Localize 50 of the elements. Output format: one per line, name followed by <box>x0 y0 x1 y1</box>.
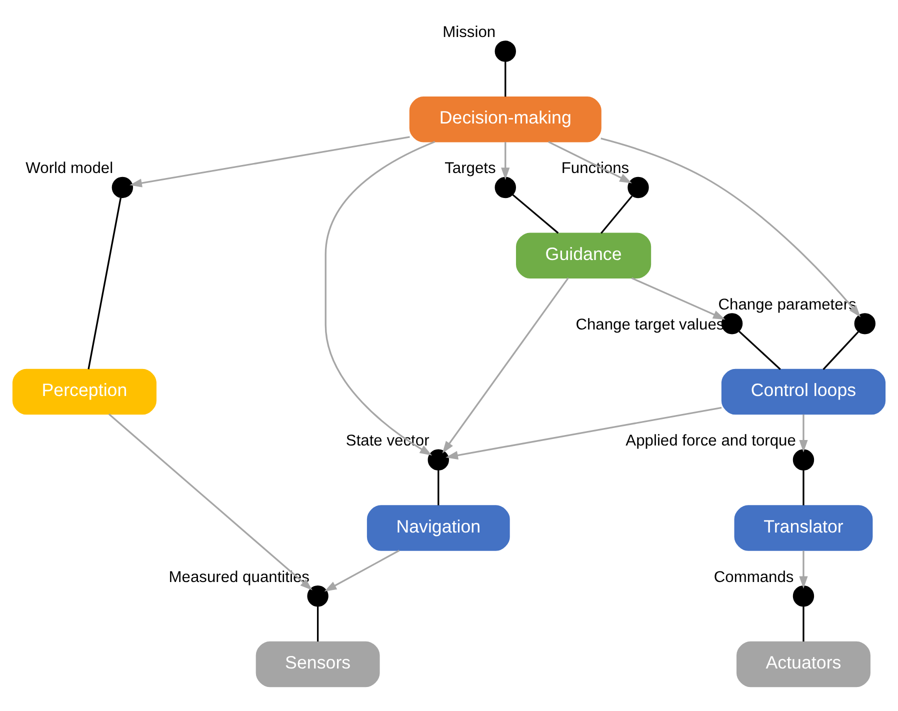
node-box: Translator <box>734 505 873 551</box>
node-box: Sensors <box>256 641 380 688</box>
arrow <box>446 406 722 460</box>
node-circle <box>494 40 516 62</box>
node-box: Perception <box>12 368 156 415</box>
node-label: Commands <box>714 568 794 586</box>
arrow <box>799 550 808 589</box>
connector <box>504 62 506 97</box>
node-label: World model <box>26 160 114 178</box>
node-box: Control loops <box>721 368 886 415</box>
connector <box>802 470 804 506</box>
node-label: Change parameters <box>718 296 856 314</box>
node-label: Functions <box>561 160 630 178</box>
node-box: Guidance <box>516 232 652 278</box>
arrow <box>324 550 400 592</box>
node-circle <box>792 449 814 470</box>
arrow <box>799 414 808 452</box>
node-label: State vector <box>346 432 430 450</box>
arrow <box>130 136 410 188</box>
node-box: Navigation <box>366 505 510 551</box>
connector <box>600 196 633 234</box>
arrow <box>631 277 726 320</box>
node-circle <box>428 449 449 470</box>
connector <box>88 198 122 370</box>
arrow <box>548 141 632 184</box>
node-circle <box>721 313 743 334</box>
node-label: Targets <box>444 160 496 178</box>
node-circle <box>854 313 876 334</box>
connector <box>802 606 804 642</box>
connector <box>438 470 440 506</box>
node-circle <box>112 176 134 198</box>
arrow <box>442 277 569 454</box>
connector <box>738 330 781 370</box>
node-label: Measured quantities <box>168 568 310 586</box>
node-label: Mission <box>442 24 496 41</box>
connector <box>512 194 559 234</box>
arrow <box>501 142 510 180</box>
arrow <box>600 138 861 318</box>
node-circle <box>307 586 328 607</box>
connector <box>822 331 859 370</box>
node-label: Applied force and torque <box>626 432 796 450</box>
node-circle <box>628 176 649 198</box>
connector <box>316 606 319 642</box>
node-label: Change target values <box>576 316 724 334</box>
node-box: Decision-making <box>409 96 602 142</box>
node-circle <box>792 586 814 607</box>
arrow <box>324 140 436 456</box>
node-box: Actuators <box>736 641 870 688</box>
node-circle <box>494 176 516 198</box>
arrow <box>108 414 312 590</box>
